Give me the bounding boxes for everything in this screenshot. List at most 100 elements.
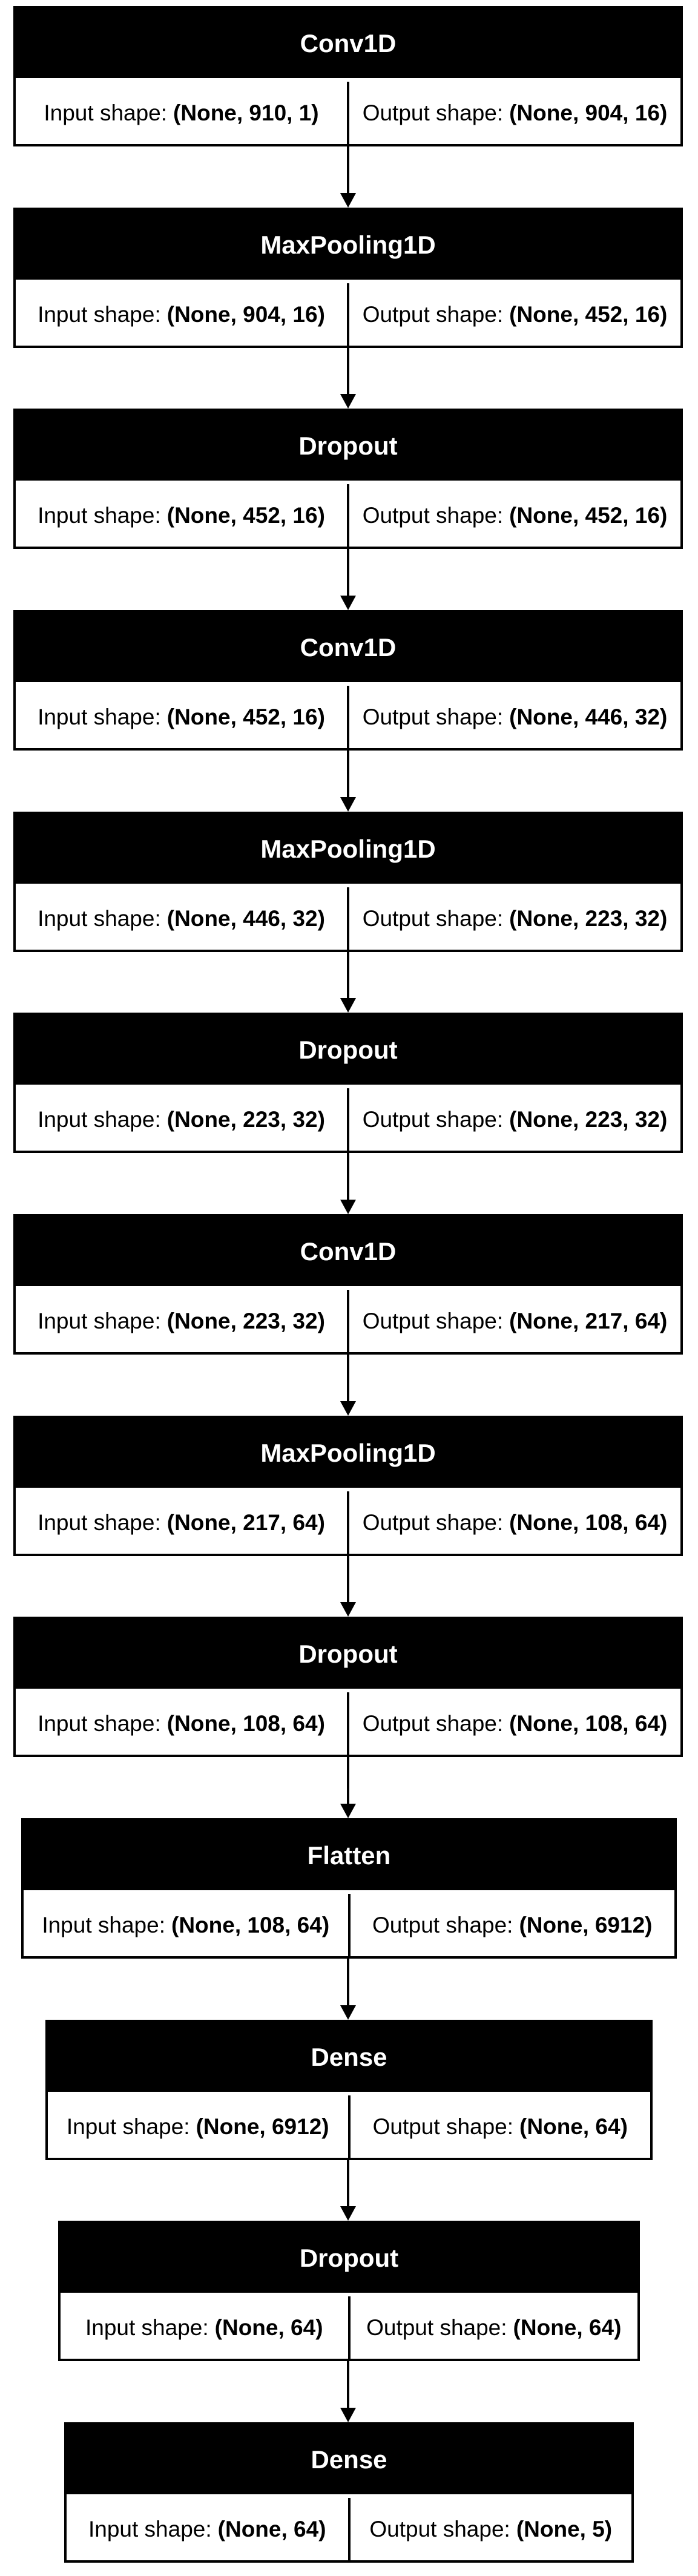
output-shape-value: (None, 223, 32) xyxy=(509,905,668,931)
input-shape-label: Input shape: xyxy=(38,1308,161,1333)
input-shape-value: (None, 64) xyxy=(217,2516,326,2542)
connector-arrow-line xyxy=(347,146,349,194)
input-shape-label: Input shape: xyxy=(44,100,168,125)
output-shape-cell: Output shape:(None, 223, 32) xyxy=(347,887,680,950)
output-shape-label: Output shape: xyxy=(362,1510,504,1535)
input-shape-cell: Input shape:(None, 446, 32) xyxy=(16,887,347,950)
output-shape-value: (None, 64) xyxy=(519,2114,628,2139)
input-shape-cell: Input shape:(None, 108, 64) xyxy=(16,1692,347,1755)
arrow-down-icon xyxy=(340,1804,356,1818)
layer-shape-row: Input shape:(None, 910, 1) Output shape: (… xyxy=(16,82,680,144)
input-shape-label: Input shape: xyxy=(38,1710,161,1736)
output-shape-value: (None, 64) xyxy=(513,2315,622,2340)
layer-shape-row: Input shape:(None, 452, 16)Output shape:… xyxy=(16,686,680,748)
layer-name: Conv1D xyxy=(16,8,680,78)
output-shape-value: (None, 108, 64) xyxy=(509,1710,668,1736)
output-shape-cell: Output shape:(None, 108, 64) xyxy=(347,1692,680,1755)
connector-arrow-line xyxy=(347,1757,349,1805)
connector-arrow-line xyxy=(347,348,349,395)
layer-shape-row: Input shape:(None, 108, 64)Output shape:… xyxy=(16,1692,680,1755)
arrow-down-icon xyxy=(340,1602,356,1617)
input-shape-value: (None, 223, 32) xyxy=(166,1308,325,1333)
layer-shape-row: Input shape:(None, 64)Output shape:(None… xyxy=(67,2498,631,2560)
layer-shape-row: Input shape:(None, 904, 16)Output shape:… xyxy=(16,283,680,346)
input-shape-label: Input shape: xyxy=(38,301,161,327)
connector-arrow-line xyxy=(347,1355,349,1402)
output-shape-cell: Output shape:(None, 64) xyxy=(347,2296,638,2359)
layer-name: Flatten xyxy=(24,1821,674,1890)
input-shape-label: Input shape: xyxy=(85,2315,209,2340)
output-shape-cell: Output shape:(None, 452, 16) xyxy=(347,283,680,346)
output-shape-label: Output shape: xyxy=(362,100,504,125)
layer-name: Dropout xyxy=(16,1015,680,1085)
connector-arrow-line xyxy=(347,952,349,999)
connector-arrow-line xyxy=(347,751,349,798)
input-shape-cell: Input shape:(None, 223, 32) xyxy=(16,1088,347,1151)
output-shape-label: Output shape: xyxy=(366,2315,507,2340)
input-shape-value: (None, 446, 32) xyxy=(166,905,325,931)
arrow-down-icon xyxy=(340,998,356,1013)
input-shape-label: Input shape: xyxy=(38,502,161,528)
output-shape-label: Output shape: xyxy=(362,905,504,931)
output-shape-label: Output shape: xyxy=(362,1308,504,1333)
arrow-down-icon xyxy=(340,797,356,812)
layer-name: MaxPooling1D xyxy=(16,210,680,280)
output-shape-value: (None, 217, 64) xyxy=(509,1308,668,1333)
layer-name: Dropout xyxy=(16,1619,680,1689)
connector-arrow-line xyxy=(347,1153,349,1201)
connector-arrow-line xyxy=(347,2160,349,2207)
input-shape-label: Input shape: xyxy=(38,1510,161,1535)
layer-shape-row: Input shape:(None, 223, 32) Output shape:… xyxy=(16,1290,680,1352)
output-shape-value: (None, 5) xyxy=(516,2516,613,2542)
output-shape-value: (None, 452, 16) xyxy=(509,301,668,327)
layer-name: MaxPooling1D xyxy=(16,1418,680,1488)
output-shape-label: Output shape: xyxy=(372,1912,513,1937)
arrow-down-icon xyxy=(340,2005,356,2020)
output-shape-value: (None, 223, 32) xyxy=(509,1106,668,1132)
output-shape-value: (None, 446, 32) xyxy=(509,704,668,729)
input-shape-value: (None, 108, 64) xyxy=(166,1710,325,1736)
output-shape-cell: Output shape:(None, 452, 16) xyxy=(347,484,680,547)
input-shape-value: (None, 910, 1) xyxy=(173,100,319,125)
arrow-down-icon xyxy=(340,596,356,610)
input-shape-value: (None, 904, 16) xyxy=(166,301,325,327)
input-shape-cell: Input shape:(None, 904, 16) xyxy=(16,283,347,346)
input-shape-value: (None, 223, 32) xyxy=(166,1106,325,1132)
input-shape-label: Input shape: xyxy=(42,1912,165,1937)
output-shape-label: Output shape: xyxy=(362,1710,504,1736)
arrow-down-icon xyxy=(340,2408,356,2422)
output-shape-label: Output shape: xyxy=(362,502,504,528)
output-shape-cell: Output shape:(None, 6912) xyxy=(347,1894,675,1956)
input-shape-cell: Input shape:(None, 64) xyxy=(61,2296,348,2359)
arrow-down-icon xyxy=(340,394,356,409)
layer-name: Dropout xyxy=(16,411,680,481)
arrow-down-icon xyxy=(340,1401,356,1416)
input-shape-cell: Input shape:(None, 452, 16) xyxy=(16,686,347,748)
connector-arrow-line xyxy=(347,1556,349,1603)
input-shape-cell: Input shape:(None, 452, 16) xyxy=(16,484,347,547)
output-shape-cell: Output shape:(None, 446, 32) xyxy=(347,686,680,748)
output-shape-cell: Output shape:(None, 108, 64) xyxy=(347,1491,680,1554)
output-shape-cell: Output shape:(None, 64) xyxy=(347,2095,651,2158)
layer-shape-row: Input shape:(None, 223, 32)Output shape:… xyxy=(16,1088,680,1151)
layer-name: Dense xyxy=(67,2425,631,2494)
connector-arrow-line xyxy=(347,549,349,597)
arrow-down-icon xyxy=(340,2206,356,2221)
input-shape-cell: Input shape:(None, 108, 64) xyxy=(24,1894,348,1956)
output-shape-label: Output shape: xyxy=(362,301,504,327)
connector-arrow-line xyxy=(347,1959,349,2006)
output-shape-label: Output shape: xyxy=(362,704,504,729)
input-shape-cell: Input shape:(None, 910, 1) xyxy=(16,82,347,144)
input-shape-cell: Input shape:(None, 64) xyxy=(67,2498,348,2560)
